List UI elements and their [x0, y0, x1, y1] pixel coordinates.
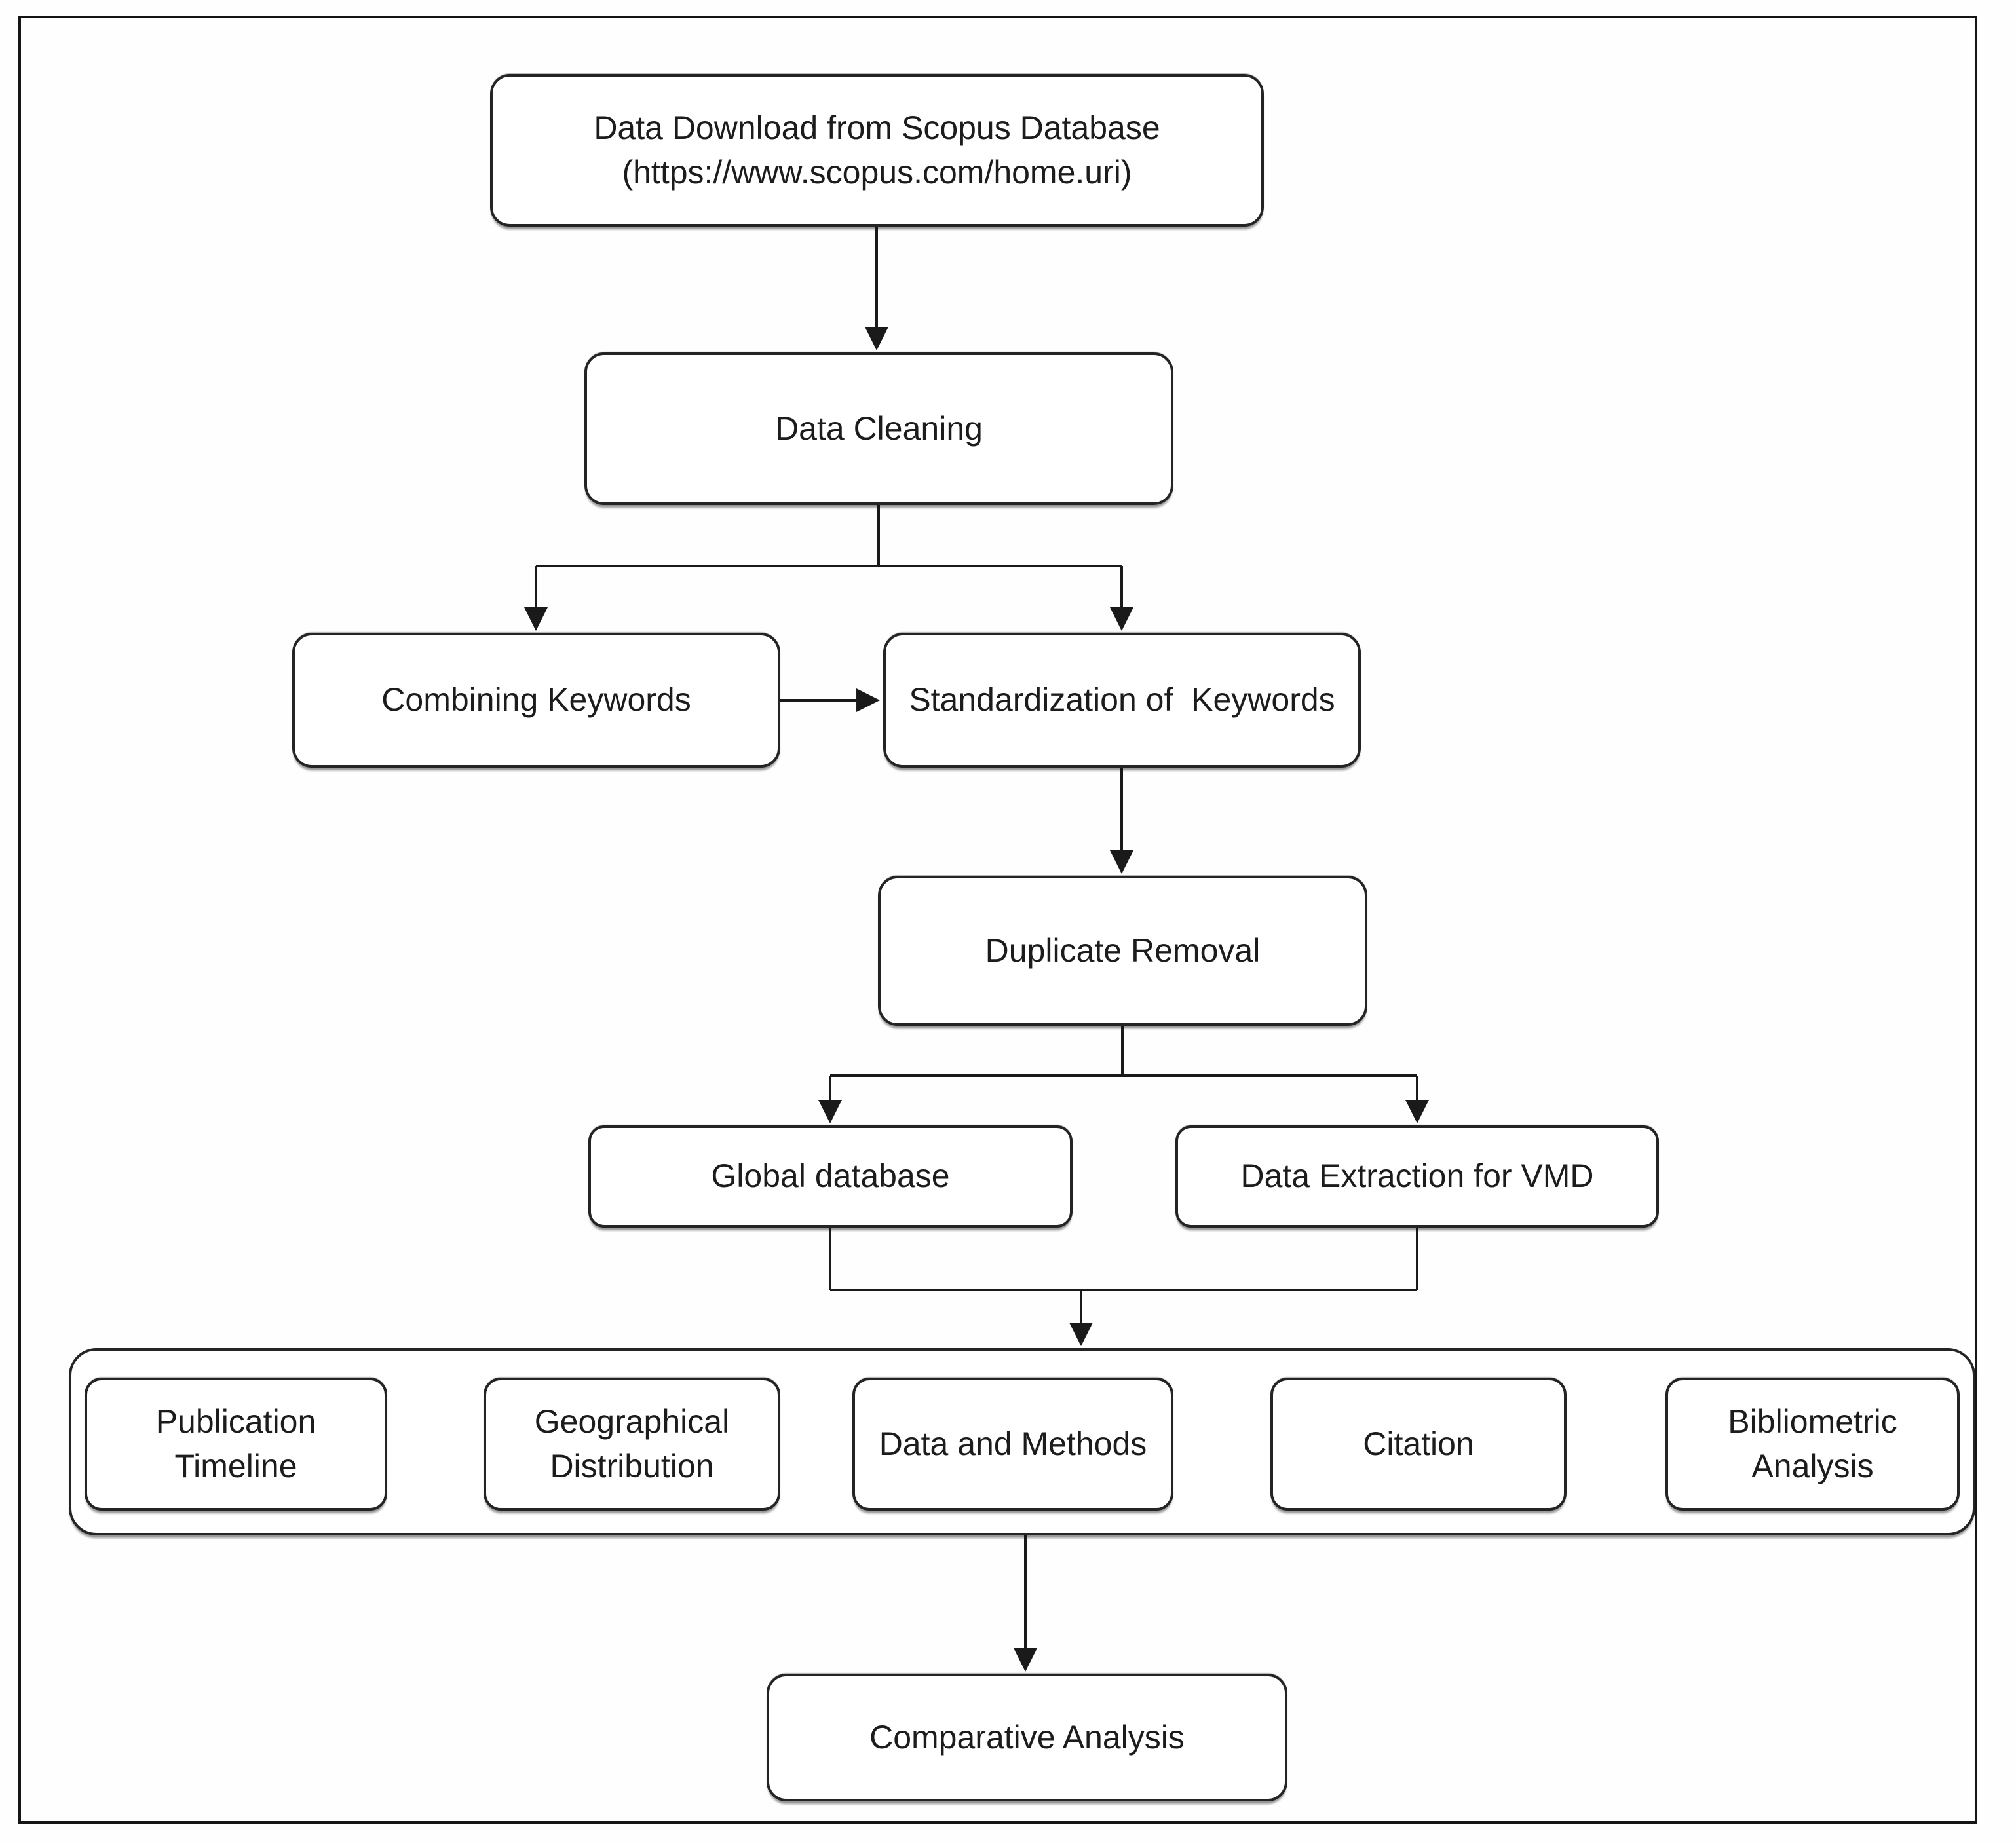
node-comparative-analysis: Comparative Analysis: [767, 1674, 1287, 1801]
node-bibliometric-analysis: Bibliometric Analysis: [1665, 1378, 1960, 1511]
figure-outer-border: [18, 16, 1977, 1824]
node-citation: Citation: [1270, 1378, 1567, 1511]
node-publication-timeline: Publication Timeline: [85, 1378, 387, 1511]
node-data-extraction-vmd: Data Extraction for VMD: [1175, 1125, 1659, 1228]
node-data-cleaning: Data Cleaning: [584, 352, 1173, 505]
node-duplicate-removal: Duplicate Removal: [878, 876, 1367, 1026]
node-geographical-distribution: Geographical Distribution: [484, 1378, 780, 1511]
node-data-and-methods: Data and Methods: [852, 1378, 1173, 1511]
node-global-database: Global database: [588, 1125, 1073, 1228]
node-combining-keywords: Combining Keywords: [292, 633, 780, 768]
node-data-download-scopus: Data Download from Scopus Database (http…: [490, 74, 1264, 227]
node-standardization-of-keywords: Standardization of Keywords: [883, 633, 1361, 768]
